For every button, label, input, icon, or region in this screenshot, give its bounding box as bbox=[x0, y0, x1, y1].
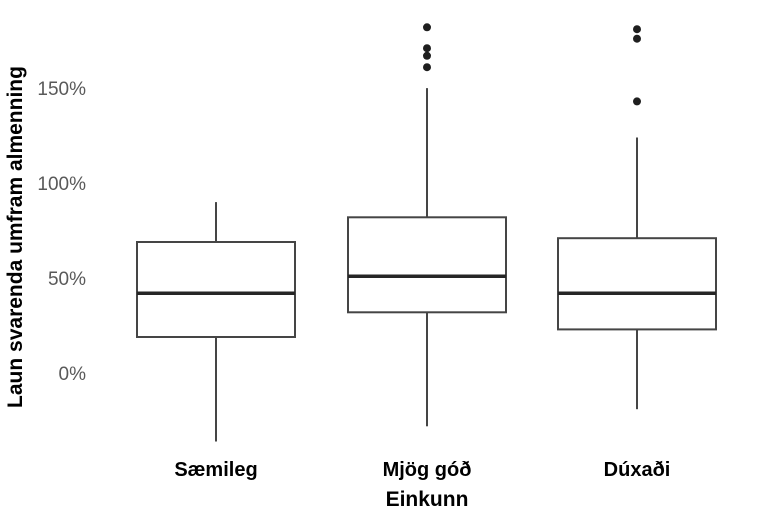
outlier-dot bbox=[423, 51, 431, 60]
x-axis-title: Einkunn bbox=[385, 488, 469, 511]
outlier-dot bbox=[633, 34, 641, 43]
outlier-dot bbox=[423, 23, 431, 32]
box-iqr bbox=[347, 216, 507, 314]
outlier-dot bbox=[423, 44, 431, 53]
outlier-dot bbox=[633, 97, 641, 106]
outlier-dot bbox=[423, 63, 431, 72]
outlier-dot bbox=[633, 25, 641, 34]
box-iqr bbox=[136, 241, 296, 338]
box-iqr bbox=[557, 237, 717, 331]
